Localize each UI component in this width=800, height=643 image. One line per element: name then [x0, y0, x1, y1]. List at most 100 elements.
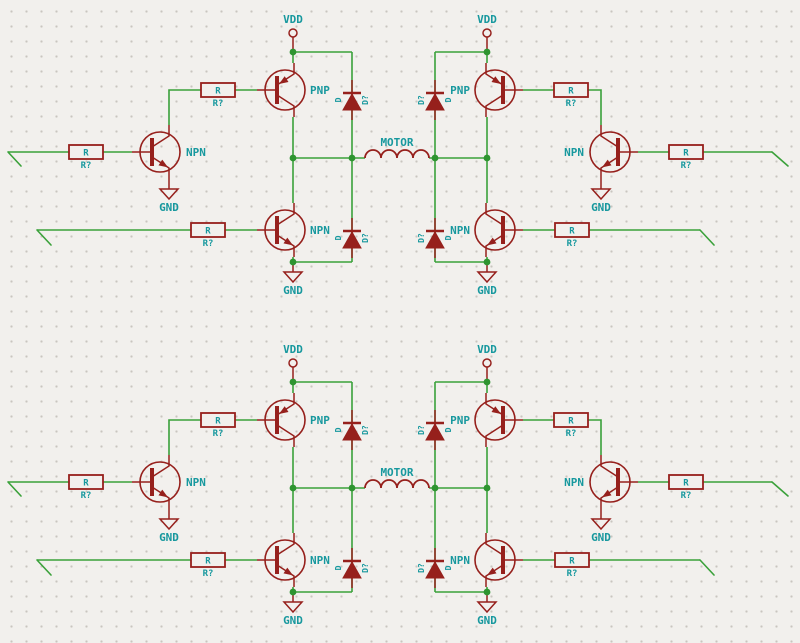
npn-transistor-low-side-left[interactable]: NPN — [257, 203, 330, 257]
gnd-triangle — [476, 271, 498, 284]
resistor[interactable]: R R? — [668, 474, 704, 501]
vdd-circle — [288, 28, 298, 38]
pnp-transistor-high-side-right[interactable]: PNP — [450, 63, 523, 117]
resistor[interactable]: RR? — [554, 222, 590, 249]
resistor[interactable]: RR? — [668, 144, 704, 171]
npn-transistor-low-side-right[interactable]: NPN — [450, 533, 523, 587]
resistor-value-label: R — [569, 557, 575, 567]
resistor-body — [68, 144, 104, 160]
collector-pin — [276, 533, 295, 556]
gnd-symbol[interactable]: GND — [282, 262, 304, 297]
emitter-pin — [151, 486, 170, 509]
resistor-ref-label: R? — [81, 491, 92, 501]
junction-dot — [483, 378, 491, 386]
vdd-label: VDD — [283, 13, 303, 26]
diode[interactable]: D?D — [417, 218, 453, 258]
emitter-arrow — [158, 159, 168, 168]
resistor-value-label: R — [83, 149, 89, 159]
diode-body — [342, 422, 362, 441]
pnp-transistor-high-side-left[interactable]: PNP — [257, 63, 330, 117]
pnp-transistor-high-side-left[interactable]: PNP — [257, 393, 330, 447]
wire-end — [7, 151, 22, 167]
diode[interactable]: D?D — [334, 410, 370, 450]
diode-value-label: D — [444, 235, 453, 240]
diode[interactable]: D?D — [334, 548, 370, 588]
gnd-triangle — [158, 188, 180, 201]
gnd-symbol[interactable]: GND — [590, 179, 612, 214]
npn-symbol — [132, 125, 181, 179]
gnd-triangle — [476, 601, 498, 614]
diode-ref-label: D? — [417, 95, 426, 105]
diode-ref-label: D? — [361, 233, 370, 243]
vdd-symbol[interactable]: VDD — [477, 13, 497, 52]
resistor-value-label: R — [683, 479, 689, 489]
emitter-pin — [276, 564, 295, 587]
collector-pin — [151, 125, 170, 148]
resistor-value-label: R — [205, 557, 211, 567]
npn-transistor-input-driver-left[interactable]: NPN — [132, 125, 206, 179]
diode[interactable]: D?D — [417, 548, 453, 588]
resistor[interactable]: RR? — [553, 412, 589, 439]
gnd-symbol[interactable]: GND — [476, 592, 498, 627]
gnd-triangle — [590, 518, 612, 531]
resistor-ref-label: R? — [566, 99, 577, 109]
gnd-triangle — [282, 271, 304, 284]
resistor[interactable]: RR? — [68, 144, 104, 171]
gnd-symbol[interactable]: GND — [158, 509, 180, 544]
diode-ref-label: D? — [417, 425, 426, 435]
gnd-symbol[interactable]: GND — [282, 592, 304, 627]
vdd-symbol[interactable]: VDD — [283, 343, 303, 382]
gnd-symbol[interactable]: GND — [590, 509, 612, 544]
diode[interactable]: D?D — [417, 80, 453, 120]
gnd-label: GND — [159, 531, 179, 544]
npn-transistor-input-driver-right[interactable]: NPN — [564, 125, 638, 179]
npn-transistor-low-side-left[interactable]: NPN — [257, 533, 330, 587]
gnd-label: GND — [477, 284, 497, 297]
diode[interactable]: D?D — [334, 218, 370, 258]
emitter-arrow — [158, 489, 168, 498]
junction-dot — [289, 154, 297, 162]
resistor[interactable]: RR? — [554, 552, 590, 579]
resistor-ref-label: R? — [681, 491, 692, 501]
resistor-body — [668, 474, 704, 490]
diode-body — [342, 230, 362, 249]
resistor[interactable]: RR? — [190, 222, 226, 249]
transistor-type-label: NPN — [564, 476, 584, 489]
motor-inductor[interactable]: MOTOR — [364, 466, 430, 489]
wire — [523, 89, 602, 125]
junction-dot — [289, 484, 297, 492]
motor-label: MOTOR — [380, 136, 413, 149]
emitter-arrow — [279, 406, 289, 414]
gnd-symbol[interactable]: GND — [158, 179, 180, 214]
gnd-label: GND — [591, 201, 611, 214]
collector-pin — [600, 125, 619, 148]
diode[interactable]: D?D — [417, 410, 453, 450]
junction-dot — [431, 154, 439, 162]
gnd-label: GND — [477, 614, 497, 627]
gnd-label: GND — [591, 531, 611, 544]
npn-transistor-low-side-right[interactable]: NPN — [450, 203, 523, 257]
emitter-arrow — [283, 567, 293, 576]
h-bridge-circuit-1: MOTORD?DD?DD?DD?DRR?RR?RR?RR?RR?RR?NPNPN… — [7, 13, 789, 297]
vdd-circle — [482, 28, 492, 38]
vdd-symbol[interactable]: VDD — [477, 343, 497, 382]
resistor[interactable]: RR? — [190, 552, 226, 579]
vdd-symbol[interactable]: VDD — [283, 13, 303, 52]
resistor[interactable]: RR? — [553, 82, 589, 109]
motor-inductor[interactable]: MOTOR — [364, 136, 430, 159]
resistor-body — [554, 222, 590, 238]
diode[interactable]: D?D — [334, 80, 370, 120]
transistor-type-label: PNP — [310, 84, 330, 97]
npn-symbol — [257, 203, 306, 257]
resistor[interactable]: RR? — [200, 82, 236, 109]
pnp-transistor-high-side-right[interactable]: PNP — [450, 393, 523, 447]
resistor[interactable]: RR? — [68, 474, 104, 501]
vdd-label: VDD — [283, 343, 303, 356]
junction-dot — [289, 588, 297, 596]
gnd-symbol[interactable]: GND — [476, 262, 498, 297]
npn-transistor-input-driver-right[interactable]: NPN — [564, 455, 638, 509]
resistor[interactable]: RR? — [200, 412, 236, 439]
npn-transistor-input-driver-left[interactable]: NPN — [132, 455, 206, 509]
